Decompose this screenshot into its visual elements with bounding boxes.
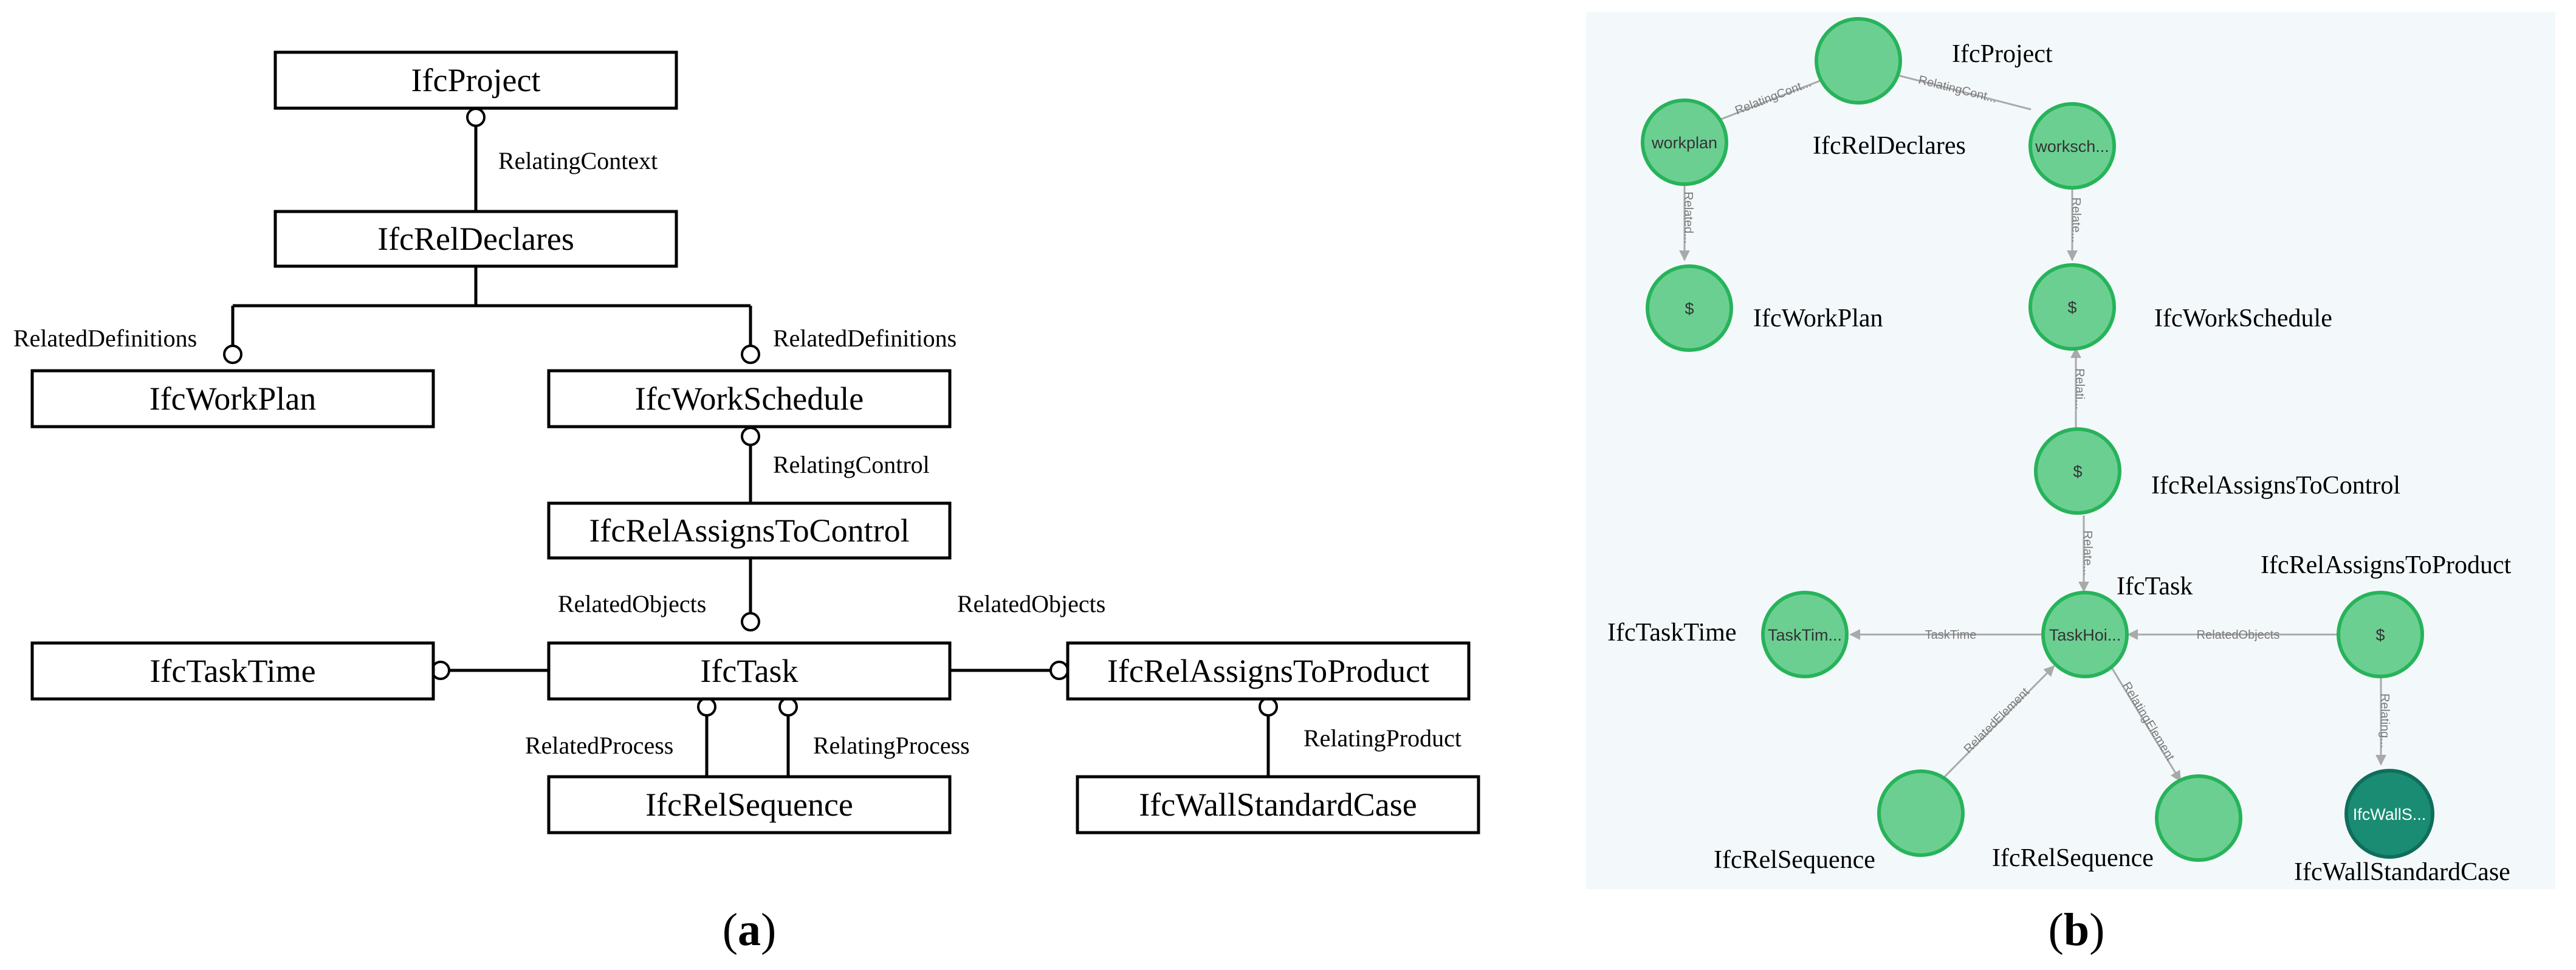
label-ifcrelsequence-right: IfcRelSequence: [1992, 844, 2154, 872]
node-ifcworkschedule[interactable]: $: [2028, 263, 2116, 351]
node-text: worksch...: [2035, 137, 2109, 156]
node-ifctasktime[interactable]: TaskTim...: [1761, 591, 1849, 678]
entity-label: IfcTask: [700, 653, 798, 689]
entity-label: IfcWorkPlan: [149, 380, 317, 417]
entity-label: IfcRelDeclares: [377, 221, 574, 257]
node-text: TaskTim...: [1768, 626, 1842, 644]
node-ifcproject[interactable]: [1815, 17, 1902, 105]
label-related-objects-right: RelatedObjects: [957, 590, 1105, 617]
caption-a: (a): [723, 904, 777, 955]
label-ifcproject: IfcProject: [1952, 40, 2053, 68]
label-ifcworkplan: IfcWorkPlan: [1753, 304, 1883, 332]
node-ifcrelsequence-right[interactable]: [2155, 774, 2242, 862]
circle-related-definitions-right: [741, 345, 760, 364]
circle-related-process: [697, 697, 716, 717]
node-workplan[interactable]: workplan: [1641, 98, 1728, 186]
label-ifctask: IfcTask: [2117, 573, 2193, 600]
label-ifcwallstandardcase: IfcWallStandardCase: [2294, 858, 2510, 886]
circle-relating-context: [466, 108, 486, 127]
label-ifcrelassignstoproduct: IfcRelAssignsToProduct: [2261, 551, 2512, 579]
label-ifcrelassignstocontrol: IfcRelAssignsToControl: [2151, 472, 2400, 500]
panel-b-graph: RelatingCont... RelatingCont... Related.…: [1586, 12, 2555, 955]
entity-label: IfcWorkSchedule: [635, 380, 864, 417]
entity-ifcworkplan: IfcWorkPlan: [30, 369, 435, 428]
edge-label-relate-right: Relate...: [2069, 198, 2083, 243]
edge-label-relate-task: Relate...: [2081, 531, 2094, 576]
panel-a-cardinality-circles: [223, 108, 1278, 717]
entity-label: IfcRelSequence: [645, 786, 853, 823]
entity-label: IfcProject: [411, 62, 541, 98]
node-text: IfcWallS...: [2353, 805, 2427, 824]
label-related-definitions-left: RelatedDefinitions: [13, 325, 197, 352]
graph-node-labels: IfcProject IfcRelDeclares IfcWorkPlan If…: [1607, 40, 2512, 886]
node-ifcwallstandardcase[interactable]: IfcWallS...: [2344, 769, 2434, 859]
label-related-definitions-right: RelatedDefinitions: [773, 325, 957, 352]
edge-label-relating-product: Relating...: [2378, 693, 2391, 748]
node-ifcrelassignstoproduct[interactable]: $: [2337, 591, 2424, 678]
entity-ifcreldeclares: IfcRelDeclares: [273, 210, 678, 268]
entity-label: IfcWallStandardCase: [1139, 786, 1417, 823]
edge-task-sequence-right: [2110, 666, 2182, 782]
edge-sequence-left-task: [1943, 665, 2055, 778]
entity-ifcrelassignstocontrol: IfcRelAssignsToControl: [547, 501, 952, 560]
entity-ifcworkschedule: IfcWorkSchedule: [547, 369, 952, 428]
graph-edges: [1679, 69, 2386, 782]
edge-label-relati: Relati...: [2073, 368, 2086, 410]
circle-related-objects-left: [741, 612, 760, 631]
edge-worksched-project: [1883, 69, 2032, 111]
entity-ifcrelassignstoproduct: IfcRelAssignsToProduct: [1066, 641, 1471, 701]
circle-related-objects-right: [1049, 661, 1069, 680]
node-text: $: [2375, 626, 2385, 644]
label-ifcworkschedule: IfcWorkSchedule: [2154, 304, 2332, 332]
entity-label: IfcTaskTime: [149, 653, 315, 689]
node-workschedule[interactable]: worksch...: [2028, 102, 2116, 190]
label-ifcreldeclares: IfcRelDeclares: [1813, 132, 1966, 160]
circle-related-definitions-left: [223, 345, 242, 364]
label-related-process: RelatedProcess: [525, 732, 673, 759]
entity-ifctasktime: IfcTaskTime: [30, 641, 435, 701]
node-ifcrelassignstocontrol[interactable]: $: [2034, 427, 2121, 515]
panel-a-relation-labels: RelatingContext RelatedDefinitions Relat…: [13, 147, 1461, 759]
entity-ifcwallstandardcase: IfcWallStandardCase: [1076, 775, 1480, 834]
edge-label-task-time: TaskTime: [1925, 628, 1977, 642]
label-relating-control: RelatingControl: [773, 451, 930, 478]
entity-ifctask: IfcTask: [547, 641, 952, 701]
caption-b: (b): [2049, 904, 2105, 955]
edge-label-related-left: Related...: [1681, 191, 1695, 244]
label-relating-process: RelatingProcess: [813, 732, 970, 759]
entity-label: IfcRelAssignsToControl: [589, 512, 909, 549]
circle-relating-control: [741, 427, 760, 446]
entity-label: IfcRelAssignsToProduct: [1107, 653, 1429, 689]
node-text: TaskHoi...: [2049, 626, 2121, 644]
label-relating-context: RelatingContext: [498, 147, 658, 174]
label-ifctasktime: IfcTaskTime: [1607, 619, 1736, 647]
label-ifcrelsequence-left: IfcRelSequence: [1714, 846, 1875, 874]
node-text: workplan: [1651, 134, 1717, 152]
node-text: $: [1685, 300, 1694, 318]
circle-relating-process: [778, 697, 798, 717]
node-ifctask[interactable]: TaskHoi...: [2041, 591, 2129, 678]
node-text: $: [2073, 463, 2082, 481]
graph-nodes: workplan worksch... $ $ $ TaskHoi...: [1641, 17, 2434, 862]
edge-workplan-project: [1714, 74, 1835, 123]
node-ifcworkplan[interactable]: $: [1646, 264, 1733, 352]
entity-ifcrelsequence: IfcRelSequence: [547, 775, 952, 834]
label-related-objects-left: RelatedObjects: [558, 590, 706, 617]
label-relating-product: RelatingProduct: [1303, 724, 1461, 752]
node-ifcrelsequence-left[interactable]: [1877, 769, 1965, 857]
edge-label-related-objects: RelatedObjects: [2197, 628, 2280, 642]
panel-a-diagram: IfcProject IfcRelDeclares IfcWorkPlan If…: [13, 50, 1480, 955]
entity-ifcproject: IfcProject: [273, 50, 678, 110]
circle-relating-product: [1259, 697, 1278, 717]
node-text: $: [2067, 298, 2076, 317]
